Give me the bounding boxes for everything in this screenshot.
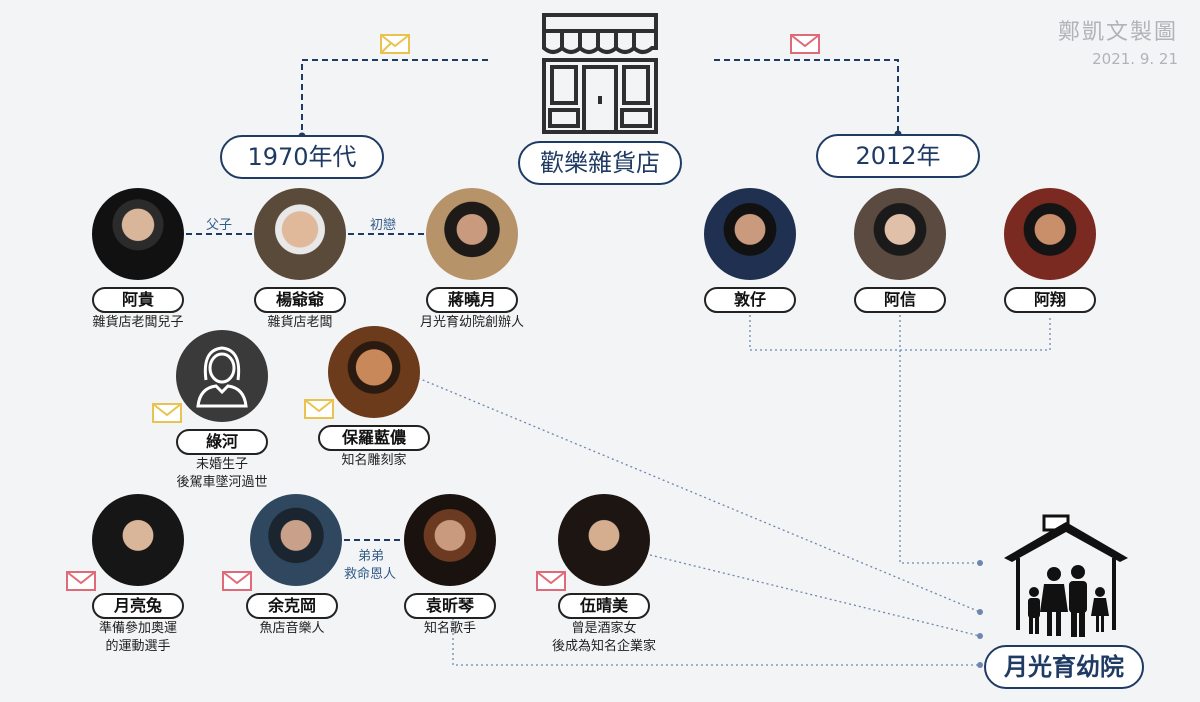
- avatar-yukegang: [250, 494, 342, 586]
- name-baoluo: 保羅藍儂: [318, 425, 430, 451]
- caption-agui: 雜貨店老闆兒子: [92, 315, 184, 330]
- caption-yukegang: 魚店音樂人: [259, 621, 325, 636]
- era-2012-label: 2012年: [816, 134, 980, 178]
- store-name-label: 歡樂雜貨店: [518, 141, 682, 185]
- avatar-jiang: [426, 188, 518, 280]
- avatar-agui: [92, 188, 184, 280]
- caption-lvhe: 未婚生子後駕車墜河過世: [176, 457, 268, 490]
- relation-savior: 救命恩人: [344, 567, 397, 582]
- avatar-axiang: [1004, 188, 1096, 280]
- caption-yuanxinqin: 知名歌手: [423, 621, 476, 636]
- watermark-date: 2021. 9. 21: [1092, 50, 1178, 68]
- watermark: 鄭凱文製圖 2021. 9. 21: [1058, 14, 1178, 68]
- caption-yueliangtu: 準備參加奧運的運動選手: [98, 621, 177, 654]
- avatar-wuqingmei: [558, 494, 650, 586]
- avatar-lvhe: [176, 330, 268, 422]
- envelope-yellow-icon: [304, 399, 334, 419]
- watermark-author: 鄭凱文製圖: [1057, 20, 1178, 45]
- avatar-dunzai: [704, 188, 796, 280]
- name-lvhe: 綠河: [176, 429, 268, 455]
- name-yang: 楊爺爺: [254, 287, 346, 313]
- envelope-yellow-icon: [152, 403, 182, 423]
- present-to-orphanage-line: [899, 315, 980, 564]
- avatar-yueliangtu: [92, 494, 184, 586]
- envelope-yellow-icon: [380, 34, 410, 54]
- house-family-icon: [1004, 514, 1128, 637]
- store-to-2012-line: [714, 59, 899, 135]
- store-to-1970-line: [301, 59, 488, 138]
- avatar-baoluo: [328, 326, 420, 418]
- avatar-yuanxinqin: [404, 494, 496, 586]
- baoluo-to-orphanage-line: [417, 377, 981, 613]
- caption-yang: 雜貨店老闆: [267, 315, 333, 330]
- envelope-red-icon: [66, 571, 96, 591]
- wuqingmei-to-orphanage-line: [649, 554, 981, 637]
- relation-first-love: 初戀: [370, 218, 397, 233]
- envelope-red-icon: [222, 571, 252, 591]
- relation-brother: 弟弟: [358, 549, 385, 564]
- name-jiang: 蔣曉月: [426, 287, 518, 313]
- caption-wuqingmei: 曾是酒家女後成為知名企業家: [551, 621, 656, 654]
- name-agui: 阿貴: [92, 287, 184, 313]
- avatar-axin: [854, 188, 946, 280]
- name-axiang: 阿翔: [1004, 287, 1096, 313]
- name-yukegang: 余克岡: [246, 593, 338, 619]
- era-1970-label: 1970年代: [220, 135, 384, 179]
- relation-father-son: 父子: [206, 218, 233, 233]
- envelope-red-icon: [536, 571, 566, 591]
- caption-baoluo: 知名雕刻家: [341, 453, 407, 468]
- caption-jiang: 月光育幼院創辦人: [419, 315, 524, 330]
- yuanxinqin-to-orphanage-line: [452, 618, 980, 666]
- orphanage-name-label: 月光育幼院: [984, 645, 1144, 689]
- name-yueliangtu: 月亮兔: [92, 593, 184, 619]
- store-icon: [542, 13, 658, 134]
- name-dunzai: 敦仔: [704, 287, 796, 313]
- envelope-red-icon: [790, 34, 820, 54]
- name-wuqingmei: 伍晴美: [558, 593, 650, 619]
- name-axin: 阿信: [854, 287, 946, 313]
- person-placeholder-icon: [196, 346, 248, 408]
- avatar-yang: [254, 188, 346, 280]
- name-yuanxinqin: 袁昕琴: [404, 593, 496, 619]
